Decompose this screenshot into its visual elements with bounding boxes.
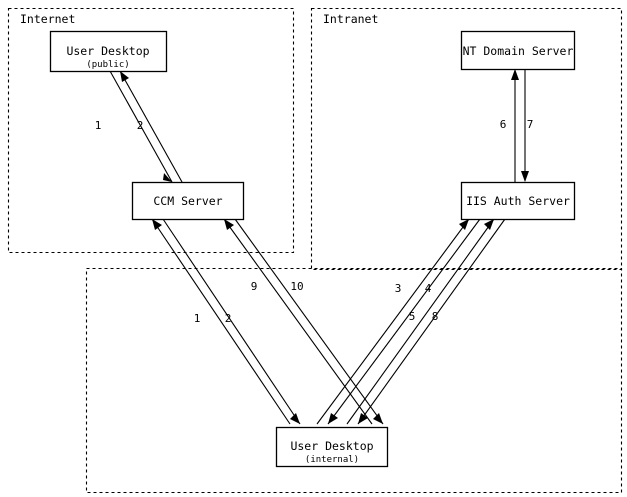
- arrow-head-edge-5: [484, 219, 494, 230]
- arrow-head-edge-1-public: [163, 173, 172, 182]
- node-nt-domain-server[interactable]: NT Domain Server: [460, 30, 576, 71]
- arrow-head-edge-3: [459, 219, 469, 230]
- edge-label-8: 8: [432, 310, 439, 323]
- node-title-user-desktop-internal: User Desktop: [290, 439, 373, 453]
- flow-edge-2-internal: [162, 218, 301, 425]
- node-subtitle-user-desktop-internal: (internal): [305, 455, 359, 465]
- arrow-head-edge-8: [358, 413, 368, 424]
- zone-intranet-boundary: [310, 7, 623, 271]
- node-group: User Desktop (public) CCM Server NT Doma…: [49, 30, 576, 468]
- node-iis-auth-server[interactable]: IIS Auth Server: [460, 181, 576, 221]
- flow-edge-3: [316, 218, 470, 425]
- arrow-head-edge-4: [328, 413, 338, 424]
- node-title-iis-auth-server: IIS Auth Server: [466, 194, 570, 208]
- arrow-head-edge-1-internal: [152, 219, 162, 230]
- arrow-head-edge-10: [373, 413, 383, 424]
- edge-label-2-internal: 2: [225, 312, 232, 325]
- node-title-user-desktop-public: User Desktop: [66, 44, 149, 58]
- edge-label-7: 7: [527, 118, 534, 131]
- zone-label-internet: Internet: [20, 12, 75, 26]
- flow-edge-8: [357, 218, 506, 425]
- flow-edge-4: [327, 218, 481, 425]
- edge-label-4: 4: [425, 282, 432, 295]
- flow-edge-7: [521, 69, 529, 182]
- zone-internet-boundary: [7, 7, 295, 254]
- arrow-head-edge-2-public: [120, 71, 129, 82]
- node-title-nt-domain-server: NT Domain Server: [463, 44, 574, 58]
- flow-edge-10: [234, 218, 384, 425]
- edge-label-2-public: 2: [137, 119, 144, 132]
- flow-edge-9: [223, 218, 373, 425]
- node-title-ccm-server: CCM Server: [153, 194, 222, 208]
- edge-label-10: 10: [290, 280, 303, 293]
- node-subtitle-user-desktop-public: (public): [86, 60, 129, 70]
- flow-edge-5: [346, 218, 495, 425]
- edge-label-1-public: 1: [95, 119, 102, 132]
- edge-label-6: 6: [500, 118, 507, 131]
- edge-label-group: 1 2 1 2 9 10 3 4 5 8 6 7: [95, 118, 534, 325]
- arrow-head-edge-9: [224, 219, 234, 230]
- node-user-desktop-public[interactable]: User Desktop (public): [49, 30, 168, 73]
- zone-internal-boundary: [85, 267, 623, 494]
- edge-label-3: 3: [395, 282, 402, 295]
- flow-edge-2-public: [119, 70, 183, 183]
- zone-group: [7, 7, 623, 494]
- flow-edge-1-public: [109, 70, 173, 183]
- arrow-head-edge-6: [511, 69, 519, 80]
- flow-edge-1-internal: [151, 218, 291, 425]
- flow-group: [109, 69, 529, 425]
- node-user-desktop-internal[interactable]: User Desktop (internal): [275, 426, 389, 468]
- edge-label-9: 9: [251, 280, 258, 293]
- flow-edge-6: [511, 69, 519, 182]
- edge-label-5: 5: [409, 310, 416, 323]
- node-ccm-server[interactable]: CCM Server: [131, 181, 245, 221]
- arrow-head-edge-7: [521, 171, 529, 182]
- edge-label-1-internal: 1: [194, 312, 201, 325]
- zone-label-intranet: Intranet: [323, 12, 378, 26]
- arrow-head-edge-2-internal: [290, 413, 300, 424]
